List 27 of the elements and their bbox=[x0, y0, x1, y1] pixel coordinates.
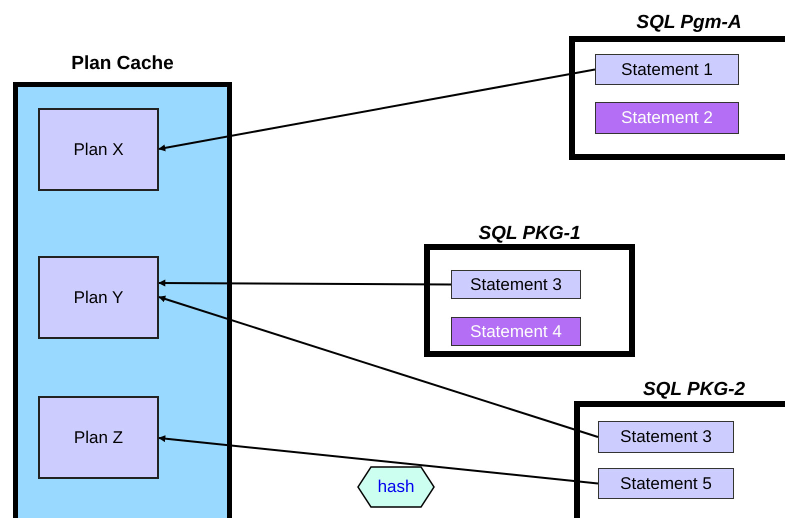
node-label: Statement 2 bbox=[621, 108, 713, 128]
statement-box bbox=[595, 102, 739, 134]
hash-label: hash bbox=[378, 477, 414, 497]
node-label: Plan Y bbox=[74, 288, 124, 308]
plan-box bbox=[38, 256, 159, 339]
statement-box bbox=[451, 270, 581, 299]
arrow bbox=[158, 68, 596, 152]
node-label: Statement 3 bbox=[470, 274, 562, 294]
statement-box bbox=[598, 421, 734, 453]
arrow bbox=[158, 435, 598, 484]
container-heading: SQL Pgm-A bbox=[636, 12, 742, 34]
statement-box bbox=[595, 54, 739, 85]
node-label: Statement 4 bbox=[470, 322, 562, 342]
plan-box bbox=[38, 108, 159, 191]
container-heading: SQL PKG-2 bbox=[642, 379, 746, 401]
container-heading: Plan Cache bbox=[71, 53, 174, 75]
node-label: Plan X bbox=[73, 140, 124, 160]
statement-box bbox=[451, 317, 581, 346]
plan-box bbox=[38, 396, 159, 479]
container-heading: SQL PKG-1 bbox=[478, 223, 581, 245]
statement-box bbox=[598, 468, 734, 499]
arrow bbox=[158, 296, 598, 438]
node-label: Statement 1 bbox=[621, 60, 713, 80]
node-label: Statement 5 bbox=[620, 474, 712, 494]
node-label: Plan Z bbox=[74, 428, 124, 448]
node-label: Statement 3 bbox=[620, 427, 712, 447]
arrow bbox=[158, 280, 451, 287]
